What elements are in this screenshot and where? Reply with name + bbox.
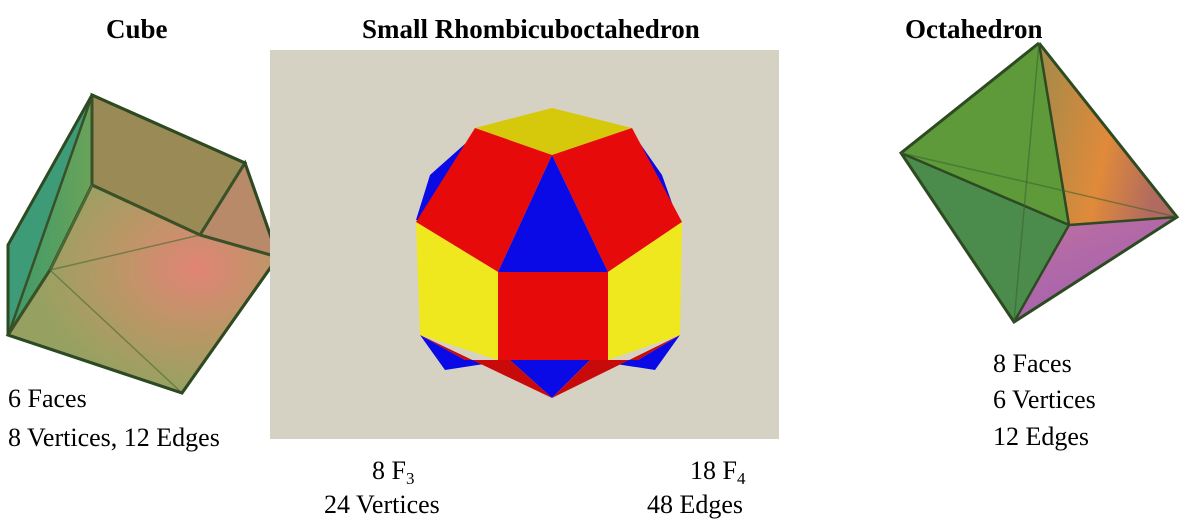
cube-vertices-edges: 8 Vertices, 12 Edges <box>8 423 220 452</box>
red-face <box>416 128 552 272</box>
octa-edge <box>1012 224 1071 323</box>
f4-subscript: 4 <box>736 469 746 488</box>
rhombi-title: Small Rhombicuboctahedron <box>362 14 700 44</box>
yellow-right-face <box>608 222 682 360</box>
rhombi-f3: 8 F3 <box>372 457 414 493</box>
rhombi-illustration <box>416 108 682 398</box>
octa-faces: 8 Faces <box>993 349 1072 378</box>
red-center-square <box>498 272 608 360</box>
yellow-top-face <box>475 108 632 155</box>
octa-hidden-edge <box>900 152 1178 218</box>
octa-edge <box>1068 215 1178 227</box>
yellow-left-face <box>416 222 498 360</box>
octa-face <box>901 153 1069 322</box>
red-face <box>420 335 552 398</box>
red-face <box>552 128 682 272</box>
f4-count: 18 F <box>690 456 737 485</box>
octa-edges: 12 Edges <box>993 422 1090 451</box>
cube-hidden-edge <box>49 269 183 394</box>
cube-illustration <box>5 92 281 395</box>
cube-outline <box>6 93 280 395</box>
rhombi-panel <box>270 50 779 439</box>
rhombi-f4: 18 F4 <box>690 457 745 493</box>
cube-hidden-edge <box>49 184 93 271</box>
cube-faces: 6 Faces <box>8 384 87 413</box>
rhombi-edges: 48 Edges <box>647 490 744 519</box>
octa-edge <box>900 151 1070 227</box>
blue-face <box>510 360 590 398</box>
rhombi-vertices: 24 Vertices <box>324 490 440 519</box>
cube-hidden-edge <box>49 234 201 271</box>
octa-illustration <box>898 41 1179 325</box>
cube-title: Cube <box>106 14 168 44</box>
f3-subscript: 3 <box>405 469 415 488</box>
f3-count: 8 F <box>372 456 406 485</box>
red-face <box>552 335 680 398</box>
blue-center-triangle <box>498 155 608 272</box>
octa-vertices: 6 Vertices <box>993 385 1096 414</box>
octa-edge <box>1037 42 1071 226</box>
octa-title: Octahedron <box>905 14 1043 44</box>
